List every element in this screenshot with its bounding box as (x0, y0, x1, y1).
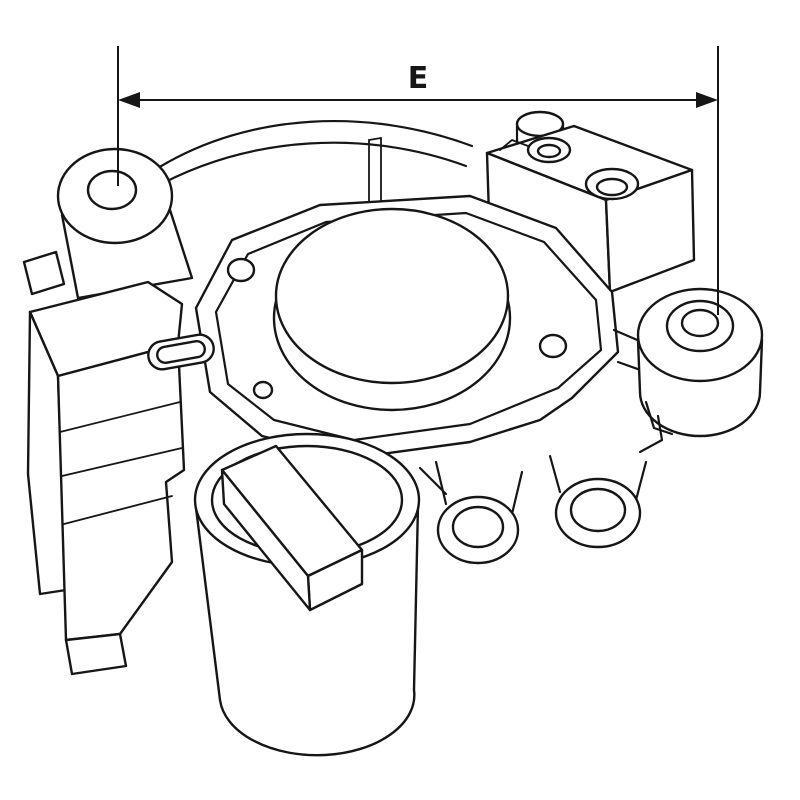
stack-slot (147, 333, 215, 371)
block-notch (499, 139, 529, 151)
dome-top (274, 207, 510, 385)
lug-left (434, 460, 524, 565)
stack-top-tab (22, 250, 66, 296)
top-strap (148, 119, 474, 206)
stack-front-face (56, 342, 186, 642)
prism-front-face (220, 468, 312, 612)
stack-seam-2 (61, 447, 183, 477)
stack-left-face (26, 310, 68, 596)
mounting-boss-left (56, 147, 194, 300)
block-hole-large (595, 177, 629, 197)
lug-right-hole (569, 487, 627, 533)
strap-inner-curve (148, 141, 468, 192)
right-arrowhead-icon (696, 92, 718, 108)
center-dome (272, 207, 512, 412)
right-bushing (636, 287, 764, 438)
bolt-boss-lower-left (252, 380, 274, 400)
bracket-hook-upper (644, 400, 674, 436)
lug-left-hole (451, 505, 505, 549)
left-arrowhead-icon (118, 92, 140, 108)
bolt-boss-upper-left (226, 257, 256, 283)
plate-inner-outline (214, 211, 603, 442)
lug-right (548, 454, 648, 549)
bolt-boss-right (538, 333, 568, 359)
terminal-block (485, 110, 696, 294)
capacitor-can (193, 432, 421, 757)
part-drawing (22, 110, 764, 757)
block-right-face (604, 168, 696, 294)
bushing-hole (680, 308, 720, 338)
lug-left-arm-a (434, 460, 448, 506)
stack-seam-3 (63, 495, 173, 525)
left-heatsink-stack (22, 250, 215, 676)
stack-seam-1 (59, 401, 181, 433)
bracket-hook-lower (638, 414, 664, 454)
lug-left-arm-b (510, 470, 524, 516)
stack-bottom-lug (64, 632, 128, 676)
dimension-annotation: E (117, 46, 719, 315)
block-hole-small (536, 143, 562, 159)
plate-bolt-bosses (226, 257, 568, 400)
strap-outer-curve (156, 119, 474, 170)
slot-inner (156, 340, 206, 364)
pin-top-edge (368, 137, 382, 141)
dimension-label: E (408, 61, 429, 96)
mounting-lugs (418, 400, 674, 565)
brush-prism (220, 444, 364, 612)
lug-right-arm-b (634, 460, 648, 502)
boss-hole (86, 169, 138, 211)
lug-right-arm-a (548, 454, 562, 494)
